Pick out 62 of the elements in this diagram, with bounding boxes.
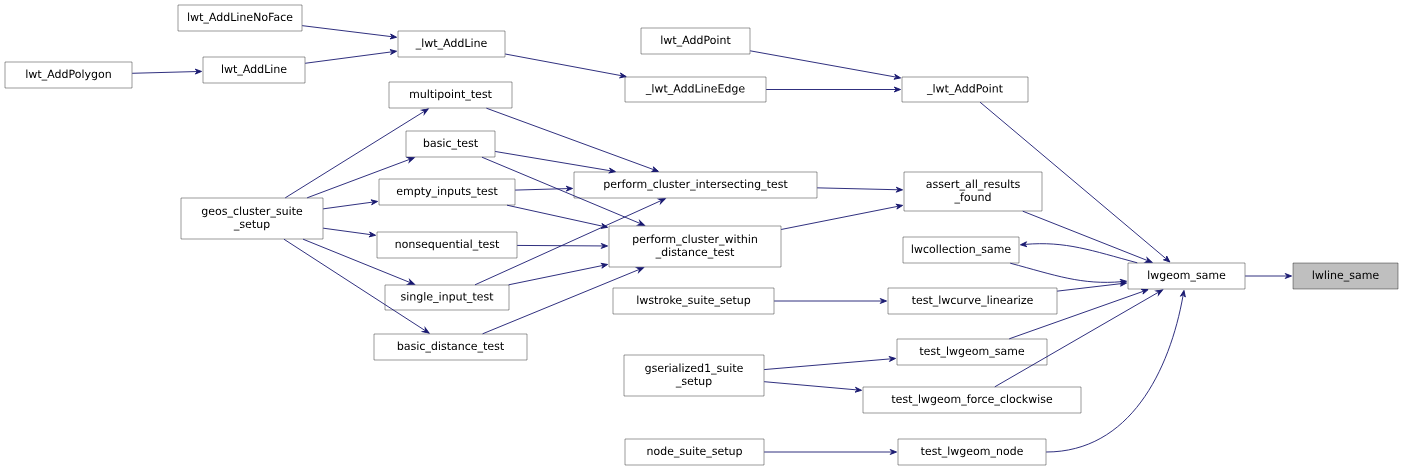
function-box: _lwt_AddPoint bbox=[901, 76, 1029, 103]
arrow bbox=[506, 204, 609, 229]
arrow bbox=[780, 203, 904, 230]
arrow bbox=[994, 289, 1164, 388]
arrow bbox=[486, 107, 659, 172]
function-box: node_suite_setup bbox=[624, 438, 765, 466]
arrow bbox=[301, 25, 398, 40]
arrow bbox=[979, 101, 1171, 263]
arrow bbox=[765, 86, 902, 93]
arrow bbox=[322, 227, 377, 238]
function-box: test_lwgeom_same bbox=[896, 338, 1048, 366]
function-box: lwt_AddPolygon bbox=[4, 61, 133, 89]
function-box: test_lwcurve_linearize bbox=[887, 287, 1058, 315]
arrow bbox=[514, 185, 574, 192]
arrow bbox=[481, 156, 645, 226]
function-box: gserialized1_suite _setup bbox=[623, 354, 765, 397]
function-box: geos_cluster_suite _setup bbox=[180, 197, 324, 240]
arrow bbox=[1045, 290, 1186, 453]
function-box: lwt_AddPoint bbox=[640, 27, 751, 55]
arrow bbox=[284, 108, 429, 199]
function-box: multipoint_test bbox=[388, 81, 513, 109]
function-box: single_input_test bbox=[384, 284, 510, 311]
arrow bbox=[816, 186, 904, 193]
function-box: test_lwgeom_node bbox=[897, 438, 1047, 466]
arrow bbox=[302, 238, 415, 285]
arrow bbox=[504, 53, 627, 79]
function-box: perform_cluster_intersecting_test bbox=[573, 171, 818, 199]
function-box: lwstroke_suite_setup bbox=[612, 287, 775, 315]
arrow bbox=[749, 50, 902, 80]
function-box: lwline_same bbox=[1292, 262, 1399, 290]
arrow bbox=[1244, 273, 1292, 279]
arrow bbox=[322, 199, 379, 210]
arrow bbox=[763, 381, 863, 393]
arrow bbox=[763, 356, 897, 370]
arrow bbox=[304, 49, 398, 64]
arrow bbox=[131, 68, 202, 75]
arrow bbox=[494, 151, 616, 174]
arrow bbox=[1009, 262, 1128, 285]
function-box: _lwt_AddLine bbox=[397, 30, 506, 58]
function-box: lwt_AddLine bbox=[202, 56, 306, 84]
function-box: basic_distance_test bbox=[373, 333, 528, 361]
function-box: lwt_AddLineNoFace bbox=[177, 4, 303, 32]
function-box: lwgeom_same bbox=[1127, 262, 1246, 290]
function-box: test_lwgeom_force_clockwise bbox=[862, 386, 1082, 414]
function-box: basic_test bbox=[405, 130, 496, 158]
arrow bbox=[516, 243, 609, 249]
function-box: perform_cluster_within _distance_test bbox=[608, 225, 782, 268]
function-box: nonsequential_test bbox=[376, 231, 518, 259]
arrow bbox=[763, 449, 898, 455]
arrow bbox=[474, 198, 666, 286]
function-box: lwcollection_same bbox=[902, 236, 1020, 264]
arrow bbox=[1056, 280, 1128, 292]
arrow bbox=[508, 262, 609, 286]
arrow bbox=[773, 298, 888, 304]
function-box: assert_all_results _found bbox=[903, 171, 1043, 212]
function-box: _lwt_AddLineEdge bbox=[624, 76, 767, 103]
function-box: empty_inputs_test bbox=[378, 178, 516, 206]
arrow bbox=[306, 157, 415, 199]
arrow bbox=[1020, 241, 1138, 264]
arrow bbox=[1008, 288, 1149, 340]
arrow bbox=[1022, 210, 1153, 263]
arrow bbox=[283, 238, 430, 334]
